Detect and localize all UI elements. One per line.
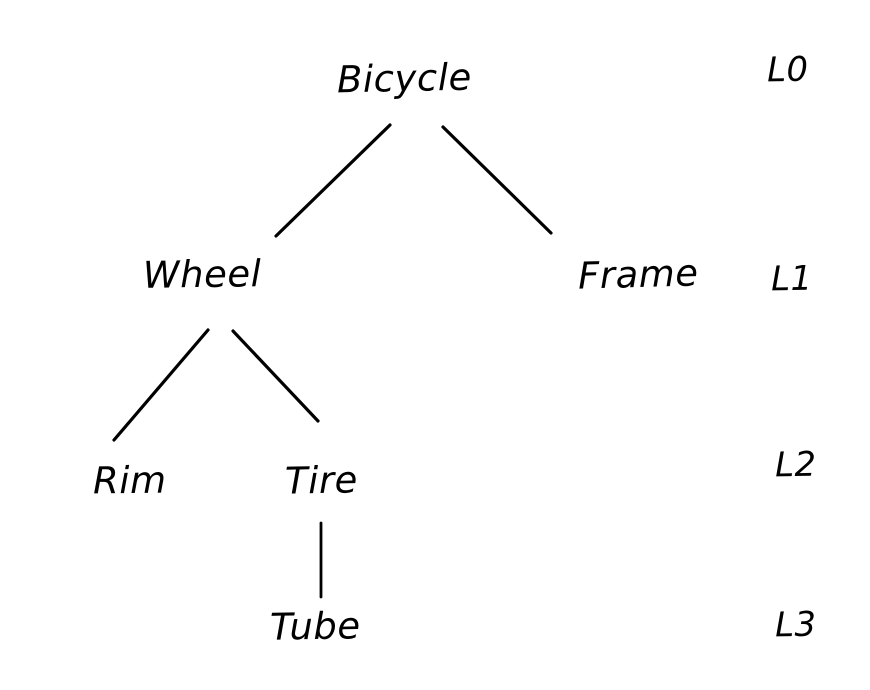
edge-bicycle-frame (441, 125, 553, 235)
level-label-l0: L0 (766, 49, 809, 91)
level-label-l1: L1 (770, 258, 813, 300)
node-wheel[interactable]: Wheel (142, 252, 262, 297)
level-label-l3: L3 (774, 604, 817, 646)
level-label-l2: L2 (774, 444, 817, 486)
node-rim[interactable]: Rim (92, 458, 167, 503)
edge-bicycle-wheel (274, 123, 392, 238)
node-bicycle[interactable]: Bicycle (336, 55, 473, 102)
node-tube[interactable]: Tube (269, 604, 361, 649)
edge-wheel-tire (231, 329, 320, 423)
node-tire[interactable]: Tire (284, 458, 359, 503)
edge-wheel-rim (112, 328, 210, 442)
node-frame[interactable]: Frame (577, 251, 700, 298)
